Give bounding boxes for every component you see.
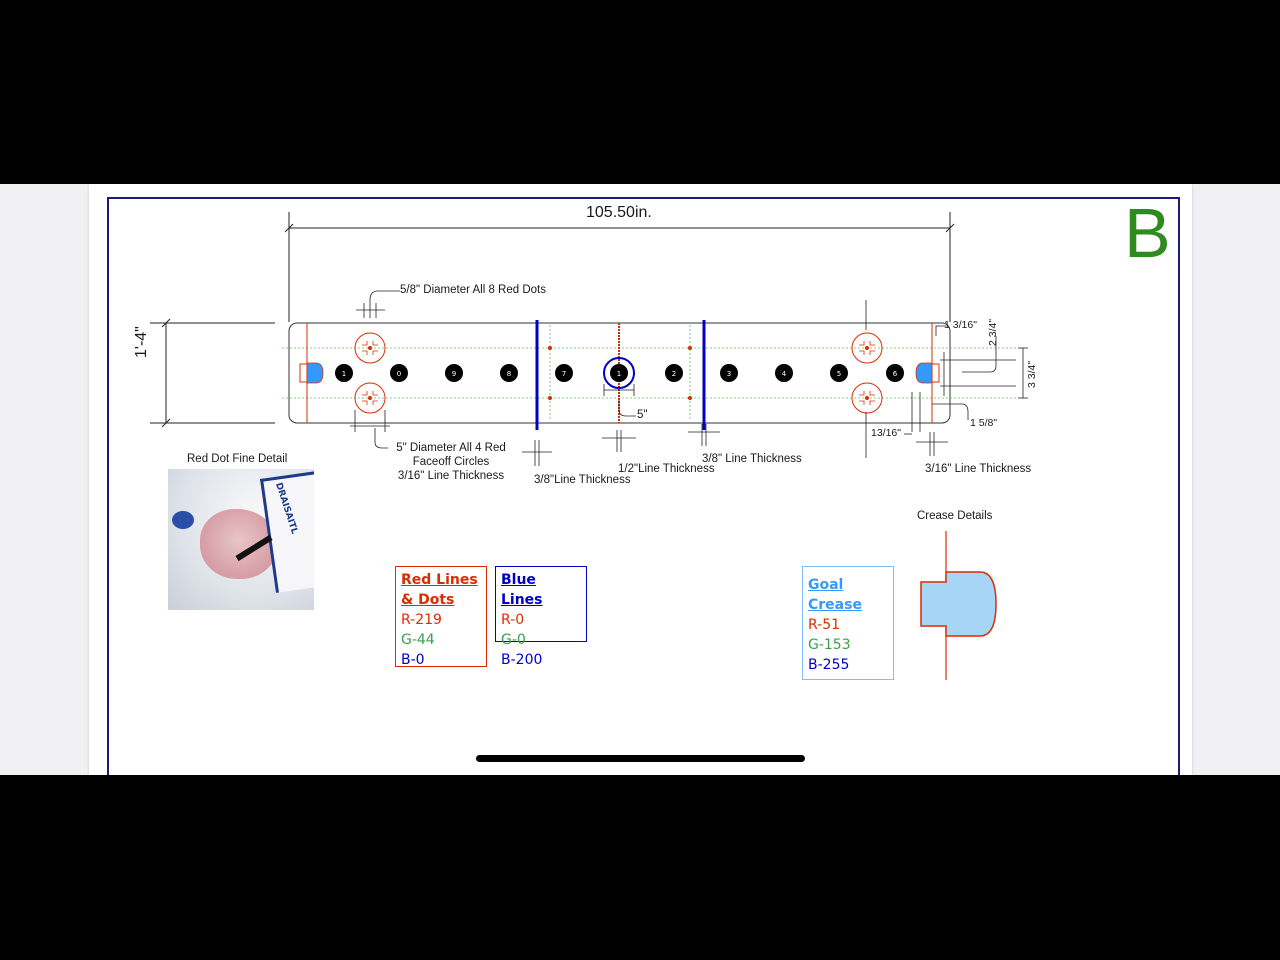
legend-blue: Blue Lines R-0 G-0 B-200 bbox=[495, 566, 587, 668]
player-dot-label: 1 bbox=[342, 370, 346, 378]
player-dot bbox=[500, 364, 518, 382]
player-dot-label: 6 bbox=[893, 370, 898, 378]
faceoff-circle bbox=[354, 382, 386, 414]
player-dot bbox=[886, 364, 904, 382]
player-dot-label: 2 bbox=[672, 370, 676, 378]
red-dot bbox=[688, 396, 692, 400]
crease-detail-title: Crease Details bbox=[917, 510, 993, 522]
center-circle-callout: 5" bbox=[637, 409, 648, 421]
sheet-letter: B bbox=[1124, 194, 1171, 272]
crease-detail-photo bbox=[905, 531, 1006, 680]
guide-lines bbox=[282, 325, 1016, 421]
faceoff-dot bbox=[865, 346, 869, 350]
red-dots-callout: 5/8" Diameter All 8 Red Dots bbox=[400, 284, 546, 296]
sheet-frame bbox=[107, 197, 1180, 775]
player-dot-label: 3 bbox=[727, 370, 731, 378]
player-dot bbox=[775, 364, 793, 382]
player-dot-label: 0 bbox=[397, 370, 401, 378]
player-dot bbox=[665, 364, 683, 382]
width-dimension bbox=[150, 318, 275, 428]
player-dot bbox=[390, 364, 408, 382]
dim-2-3-4: 2 3/4" bbox=[987, 318, 999, 346]
player-dot bbox=[720, 364, 738, 382]
blue-left-callout: 3/8"Line Thickness bbox=[534, 474, 631, 486]
dim-1-5-8: 1 5/8" bbox=[970, 417, 998, 429]
dim-1-3-16: 1 3/16" bbox=[944, 319, 977, 331]
faceoff-dot bbox=[368, 346, 372, 350]
crease-photo-drawing bbox=[920, 531, 997, 680]
dim-13-16: 13/16" bbox=[871, 427, 902, 439]
faceoff-circles bbox=[354, 332, 883, 414]
player-shape: DRAISAITL bbox=[260, 471, 314, 593]
red-dot-detail-photo: DRAISAITL bbox=[168, 469, 314, 610]
player-dot-label: 8 bbox=[507, 370, 511, 378]
faceoff-dot bbox=[865, 396, 869, 400]
crease-left bbox=[299, 362, 324, 384]
faceoff-circle bbox=[851, 382, 883, 414]
length-dimension bbox=[284, 212, 955, 322]
player-dot-label: 4 bbox=[782, 370, 787, 378]
red-dot bbox=[548, 346, 552, 350]
legend-crease: Goal Crease R-51 G-153 B-255 bbox=[802, 566, 894, 680]
center-circle bbox=[603, 357, 635, 389]
player-dot-label: 1 bbox=[617, 370, 621, 378]
goal-line-callout: 3/16" Line Thickness bbox=[925, 463, 1032, 475]
blue-right-callout: 3/8" Line Thickness bbox=[702, 453, 802, 465]
red-dot bbox=[548, 396, 552, 400]
dimension-leaders bbox=[350, 290, 1028, 466]
legend-red: Red Lines & Dots R-219 G-44 B-0 bbox=[395, 566, 487, 668]
player-dot bbox=[335, 364, 353, 382]
player-dot-label: 9 bbox=[452, 370, 456, 378]
red-dot-detail-title: Red Dot Fine Detail bbox=[187, 453, 288, 465]
faceoff-dot bbox=[368, 396, 372, 400]
home-indicator[interactable] bbox=[476, 755, 805, 762]
player-dot bbox=[610, 364, 628, 382]
player-dot bbox=[445, 364, 463, 382]
jersey-text: DRAISAITL bbox=[273, 481, 300, 536]
overall-width-label: 1'-4" bbox=[133, 326, 150, 358]
crease-right bbox=[915, 362, 940, 384]
player-dot-label: 7 bbox=[562, 370, 566, 378]
dim-3-3-4: 3 3/4" bbox=[1026, 360, 1038, 388]
faceoff-circle bbox=[354, 332, 386, 364]
red-dot bbox=[688, 346, 692, 350]
faceoff-callout: 5" Diameter All 4 Red Faceoff Circles 3/… bbox=[396, 442, 506, 482]
center-line-callout: 1/2"Line Thickness bbox=[618, 463, 715, 475]
neutral-zone-dots bbox=[548, 346, 692, 400]
faceoff-circle bbox=[851, 332, 883, 364]
player-dot bbox=[555, 364, 573, 382]
player-dot-label: 5 bbox=[837, 370, 841, 378]
helmet-shape bbox=[172, 511, 194, 529]
player-dot bbox=[830, 364, 848, 382]
overall-length-label: 105.50in. bbox=[586, 204, 652, 221]
